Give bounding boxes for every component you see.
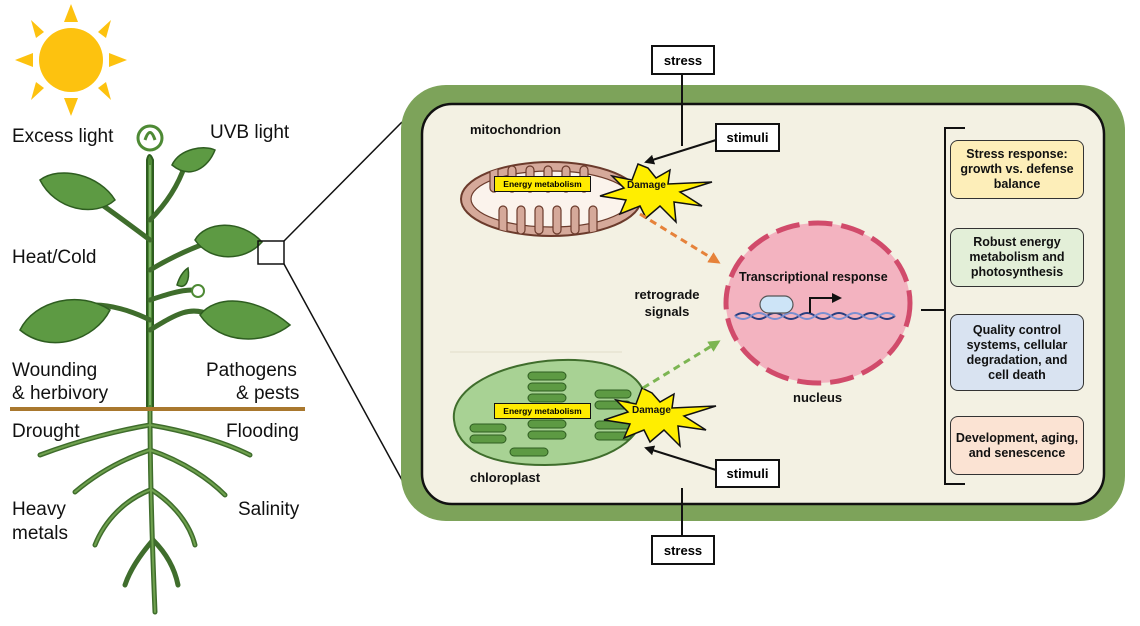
nucleus-organelle xyxy=(723,220,913,386)
label-excess-light: Excess light xyxy=(12,126,114,147)
damage-burst-chloro xyxy=(603,386,717,449)
retrograde-label-line2: signals xyxy=(644,304,690,319)
damage-label-chloro: Damage xyxy=(632,405,671,416)
transcription-factor-icon xyxy=(759,295,794,314)
label-wounding-line1: Wounding xyxy=(12,360,98,381)
damage-burst-mito xyxy=(599,163,713,225)
label-pathogens-line2: & pests xyxy=(236,383,300,404)
label-salinity: Salinity xyxy=(238,499,300,520)
nucleus-label: nucleus xyxy=(793,390,843,405)
damage-label-mito: Damage xyxy=(627,180,666,191)
outcome-stress-response: Stress response: growth vs. defense bala… xyxy=(950,140,1084,199)
label-pathogens-line1: Pathogens xyxy=(206,360,297,381)
stress-box-bottom: stress xyxy=(651,535,715,565)
sun-icon xyxy=(15,4,127,116)
label-flooding: Flooding xyxy=(226,421,299,442)
label-heavy-metals-line2: metals xyxy=(12,523,68,544)
zoom-square xyxy=(257,240,285,265)
label-uvb-light: UVB light xyxy=(210,122,290,143)
stimuli-box-bottom: stimuli xyxy=(715,459,780,488)
zoom-line-bottom xyxy=(283,263,403,481)
mitochondrion-organelle xyxy=(460,161,642,237)
stimuli-box-top: stimuli xyxy=(715,123,780,152)
label-wounding-line2: & herbivory xyxy=(12,383,109,404)
zoom-line-top xyxy=(283,121,403,242)
chloroplast-label: chloroplast xyxy=(470,470,541,485)
mitochondrion-label: mitochondrion xyxy=(470,122,561,137)
stress-box-top: stress xyxy=(651,45,715,75)
energy-metabolism-box-chloro: Energy metabolism xyxy=(494,403,591,419)
outcome-development: Development, aging, and senescence xyxy=(950,416,1084,475)
label-heat-cold: Heat/Cold xyxy=(12,247,97,268)
stimuli-arrow-top xyxy=(644,139,717,165)
outcomes-bracket xyxy=(944,127,965,485)
label-drought: Drought xyxy=(12,421,80,442)
retrograde-label-line1: retrograde xyxy=(634,287,700,302)
label-heavy-metals-line1: Heavy xyxy=(12,499,66,520)
stimuli-arrow-bottom xyxy=(644,445,717,471)
plant-illustration xyxy=(19,124,292,615)
outcome-energy-metabolism: Robust energy metabolism and photosynthe… xyxy=(950,228,1084,287)
energy-metabolism-box-mito: Energy metabolism xyxy=(494,176,591,192)
outcome-quality-control: Quality control systems, cellular degrad… xyxy=(950,314,1084,391)
transcriptional-response-label: Transcriptional response xyxy=(739,270,888,284)
retrograde-arrow-chloro xyxy=(642,340,721,390)
transcription-start-arrow-icon xyxy=(809,293,842,313)
dna-strand xyxy=(734,312,896,320)
retrograde-arrow-mito xyxy=(639,212,721,264)
